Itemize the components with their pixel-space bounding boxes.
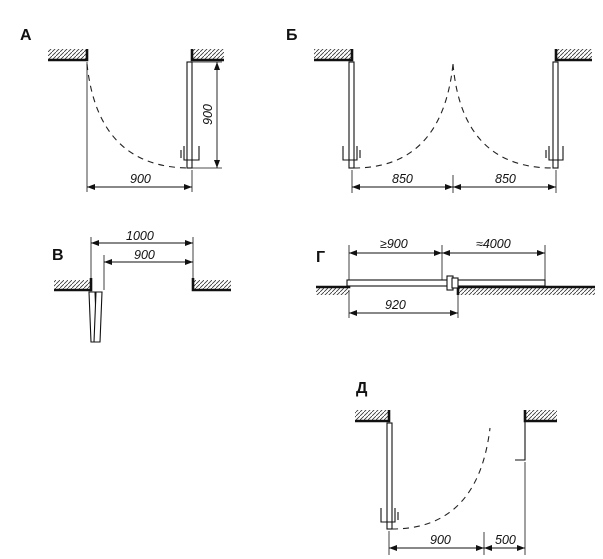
door-swing-arc <box>86 63 191 169</box>
door-swing-arc-left <box>353 63 454 169</box>
sliding-door-pull <box>451 277 459 289</box>
wall-right <box>554 49 592 62</box>
panel-b-label: Б <box>286 27 298 44</box>
door-handle-left <box>342 146 361 161</box>
door-handle-right <box>545 146 564 161</box>
dimension-width-label: 900 <box>130 172 151 186</box>
door-swing-arc-right <box>452 63 554 169</box>
wall-right <box>190 49 224 62</box>
dimension-left <box>352 184 453 190</box>
wall-right <box>456 285 595 295</box>
dimension-depth <box>214 62 220 168</box>
wall-left <box>54 278 93 292</box>
panel-b: Б 850 850 <box>286 27 592 193</box>
wall-left <box>48 49 89 62</box>
wall-left <box>316 280 351 295</box>
panel-v: В 1000 900 <box>52 229 231 343</box>
door-leaf <box>386 422 393 530</box>
dimension-clear-label: 900 <box>134 248 155 262</box>
door-swing-arc <box>391 427 491 530</box>
dimension-track <box>442 250 545 256</box>
dimension-clear <box>349 310 458 316</box>
door-handle <box>380 508 399 523</box>
dimension-clear <box>389 545 484 551</box>
dimension-right-label: 850 <box>495 172 516 186</box>
dimension-depth-label: 900 <box>201 104 215 125</box>
wall-left <box>314 49 354 62</box>
dimension-clear <box>104 259 193 265</box>
dimension-opening-label: ≥900 <box>380 237 408 251</box>
panel-a: А 900 900 <box>20 27 224 192</box>
door-leaf-right <box>552 61 559 169</box>
dimension-opening <box>91 240 193 246</box>
door-handle <box>180 146 200 161</box>
panel-d-label: Д <box>356 380 368 397</box>
wall-right <box>191 278 231 292</box>
dimension-right <box>453 184 556 190</box>
wall-right <box>523 410 557 423</box>
door-leaf <box>186 61 193 169</box>
panel-d: Д 900 500 <box>355 380 557 555</box>
sliding-door-track <box>346 279 546 287</box>
panel-a-label: А <box>20 27 32 44</box>
door-leaf-left <box>348 61 355 169</box>
panel-g-label: Г <box>316 249 325 266</box>
dimension-opening-label: 1000 <box>126 229 154 243</box>
wall-left <box>355 410 391 423</box>
dimension-side-label: 500 <box>495 533 516 547</box>
dimension-track-label: ≈4000 <box>476 237 511 251</box>
dimension-side <box>484 545 525 551</box>
panel-g: Г ≥900 ≈400 <box>316 237 595 318</box>
dimension-left-label: 850 <box>392 172 413 186</box>
panel-v-label: В <box>52 247 64 264</box>
wall-return <box>515 421 526 461</box>
folding-door-leaf <box>93 291 103 343</box>
dimension-opening <box>349 250 442 256</box>
dimension-width <box>87 184 192 190</box>
dimension-clear-label: 920 <box>385 298 406 312</box>
dimension-clear-label: 900 <box>430 533 451 547</box>
